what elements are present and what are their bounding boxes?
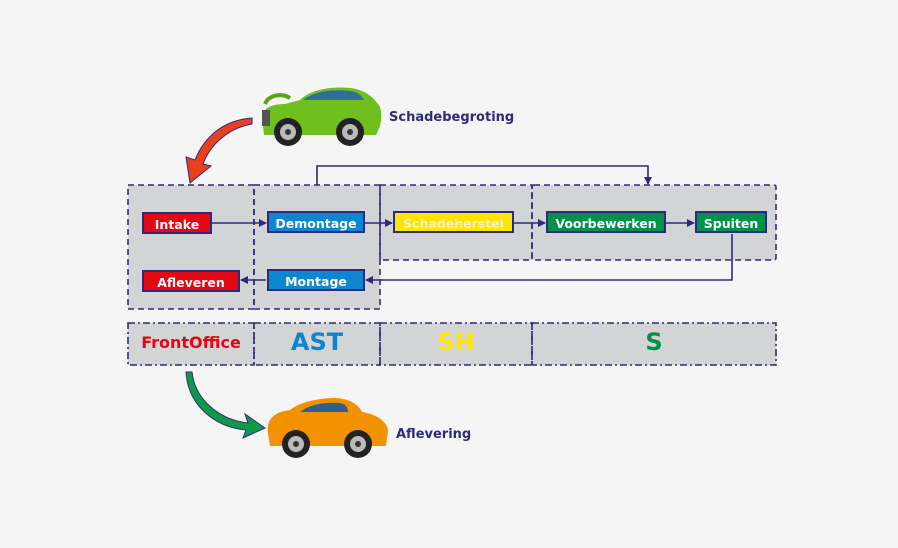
dept-s: S xyxy=(645,328,663,356)
dept-sh: SH xyxy=(437,328,475,356)
green-curved-arrow-icon xyxy=(185,371,267,439)
step-spuiten[interactable]: Spuiten xyxy=(695,211,767,233)
step-schadeherstel[interactable]: Schadeherstel xyxy=(393,211,514,233)
schadebegroting-label: Schadebegroting xyxy=(389,110,515,125)
green-car-open-hood-icon xyxy=(262,87,382,146)
arrow-demontage-bypass xyxy=(316,165,652,185)
step-demontage[interactable]: Demontage xyxy=(267,211,365,233)
dept-frontoffice: FrontOffice xyxy=(141,333,241,352)
arrow-spuiten-montage xyxy=(365,234,733,284)
step-afleveren[interactable]: Afleveren xyxy=(142,270,240,292)
red-curved-arrow-icon xyxy=(185,117,253,184)
zone-border-sh xyxy=(379,184,533,261)
legend-border-s xyxy=(531,322,777,366)
aflevering-label: Aflevering xyxy=(396,427,472,442)
dept-ast: AST xyxy=(290,328,344,356)
orange-car-icon xyxy=(267,398,388,458)
step-montage[interactable]: Montage xyxy=(267,269,365,291)
zone-border-frontoffice xyxy=(127,184,255,310)
legend-bar xyxy=(128,323,776,365)
step-voorbewerken[interactable]: Voorbewerken xyxy=(546,211,666,233)
legend-border-sh xyxy=(379,322,533,366)
step-intake[interactable]: Intake xyxy=(142,212,212,234)
